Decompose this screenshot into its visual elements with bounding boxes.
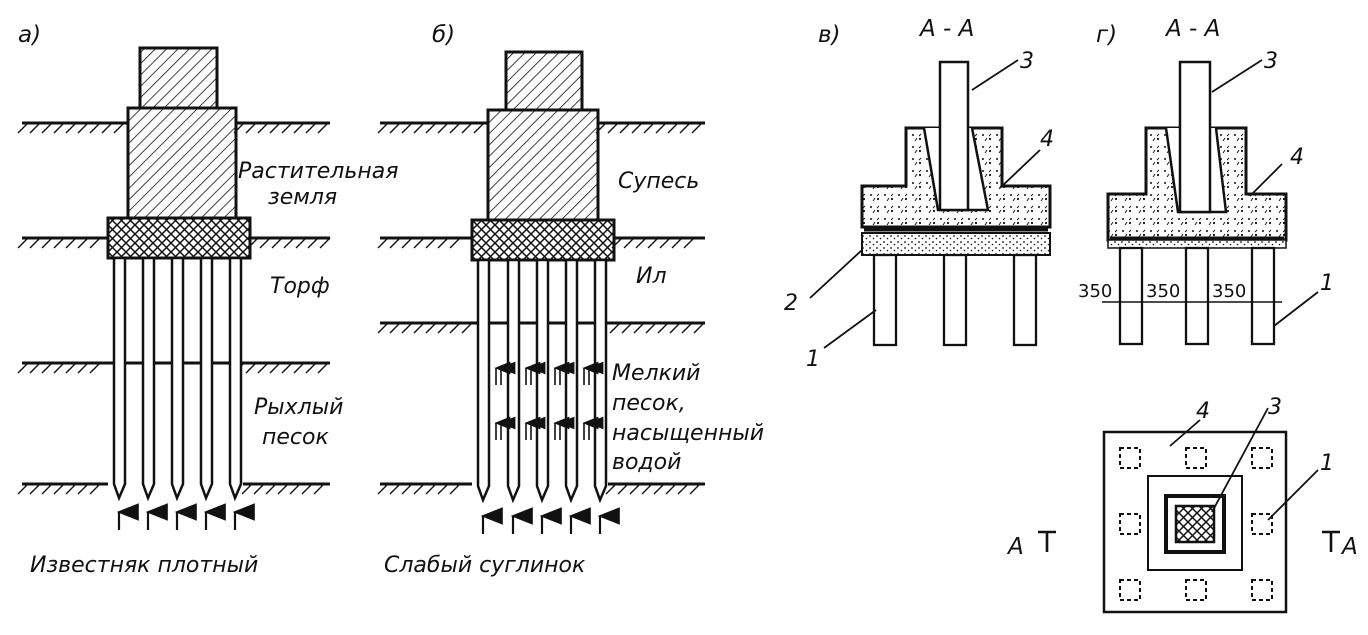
plan-piles xyxy=(1119,447,1273,601)
soil-a-layer1-line2: земля xyxy=(268,185,337,210)
plan-column xyxy=(1174,504,1216,544)
plan-section-mark-right: А xyxy=(1340,534,1358,560)
plan-leaders xyxy=(1169,407,1319,521)
panel-a-label: а) xyxy=(18,22,41,48)
panel-v-sand-bed xyxy=(861,232,1051,256)
panel-g-dim-2: 350 xyxy=(1146,281,1180,302)
soil-b-layer2: Ил xyxy=(636,264,667,289)
panel-b-pile-cap xyxy=(470,218,616,262)
panel-a-piles xyxy=(112,256,243,502)
panel-a-ground-ticks xyxy=(17,122,331,495)
panel-a-column xyxy=(138,46,219,110)
panel-v-column xyxy=(938,60,970,212)
panel-b-footing xyxy=(486,108,600,222)
panel-g-piles xyxy=(1118,246,1276,346)
panel-v-callout-pile: 1 xyxy=(806,347,820,372)
panel-g-dimension-line xyxy=(1102,294,1282,310)
panel-b-ground-ticks xyxy=(377,122,705,495)
panel-a-pile-cap xyxy=(106,216,252,260)
panel-a-footing xyxy=(126,106,238,220)
panel-g-callout-grillage: 4 xyxy=(1290,145,1304,170)
soil-a-layer3-line2: песок xyxy=(262,425,329,450)
panel-b-column xyxy=(504,50,584,112)
panel-b-bearing-arrows xyxy=(480,507,620,534)
plan-callout-column: 3 xyxy=(1268,395,1282,420)
panel-v-callout-sand-bed: 2 xyxy=(784,291,798,316)
panel-v-callout-column: 3 xyxy=(1020,49,1034,74)
panel-g-callout-column: 3 xyxy=(1264,49,1278,74)
soil-b-layer3-line3: насыщенный xyxy=(612,421,764,446)
soil-a-base: Известняк плотный xyxy=(30,553,258,578)
plan-callout-grillage: 4 xyxy=(1196,399,1210,424)
panel-a-bearing-arrows xyxy=(116,503,255,530)
panel-b-label: б) xyxy=(432,22,455,48)
panel-g-column xyxy=(1178,60,1212,214)
panel-v-label: в) xyxy=(818,22,841,48)
panel-g-label: г) xyxy=(1096,22,1117,48)
panel-g-base-layer xyxy=(1107,239,1287,249)
panel-v-leaders xyxy=(809,59,1041,349)
soil-a-layer1-line1: Растительная xyxy=(238,159,398,184)
soil-b-layer1: Супесь xyxy=(618,169,699,194)
panel-v-piles xyxy=(872,253,1038,347)
panel-g: г) А - А 350 350 350 3 4 1 xyxy=(1078,16,1334,346)
soil-a-layer2: Торф xyxy=(270,274,330,299)
panel-g-callout-pile: 1 xyxy=(1320,271,1334,296)
soil-b-layer3-line4: водой xyxy=(612,450,681,475)
panel-a: а) xyxy=(17,22,398,578)
panel-v: в) А - А 3 4 2 1 xyxy=(784,16,1054,372)
panel-g-leaders xyxy=(1211,59,1319,327)
plan-section-mark-left: А xyxy=(1006,534,1024,560)
plan-callout-pile: 1 xyxy=(1320,451,1334,476)
panel-g-section-title: А - А xyxy=(1164,16,1220,42)
plan-view: 4 3 1 А А xyxy=(1006,395,1358,614)
panel-v-callout-grillage: 4 xyxy=(1040,127,1054,152)
soil-b-layer3-line1: Мелкий xyxy=(612,361,700,386)
panel-b-friction-arrows xyxy=(494,361,604,440)
panel-v-section-title: А - А xyxy=(918,16,974,42)
plan-section-marks xyxy=(1038,530,1340,552)
panel-b-piles xyxy=(476,258,608,504)
panel-g-dim-1: 350 xyxy=(1078,281,1112,302)
panel-b: б) xyxy=(377,22,764,578)
soil-b-base: Слабый суглинок xyxy=(384,553,586,578)
soil-b-layer3-line2: песок, xyxy=(612,391,686,416)
panel-g-dim-3: 350 xyxy=(1212,281,1246,302)
soil-a-layer3-line1: Рыхлый xyxy=(254,395,343,420)
